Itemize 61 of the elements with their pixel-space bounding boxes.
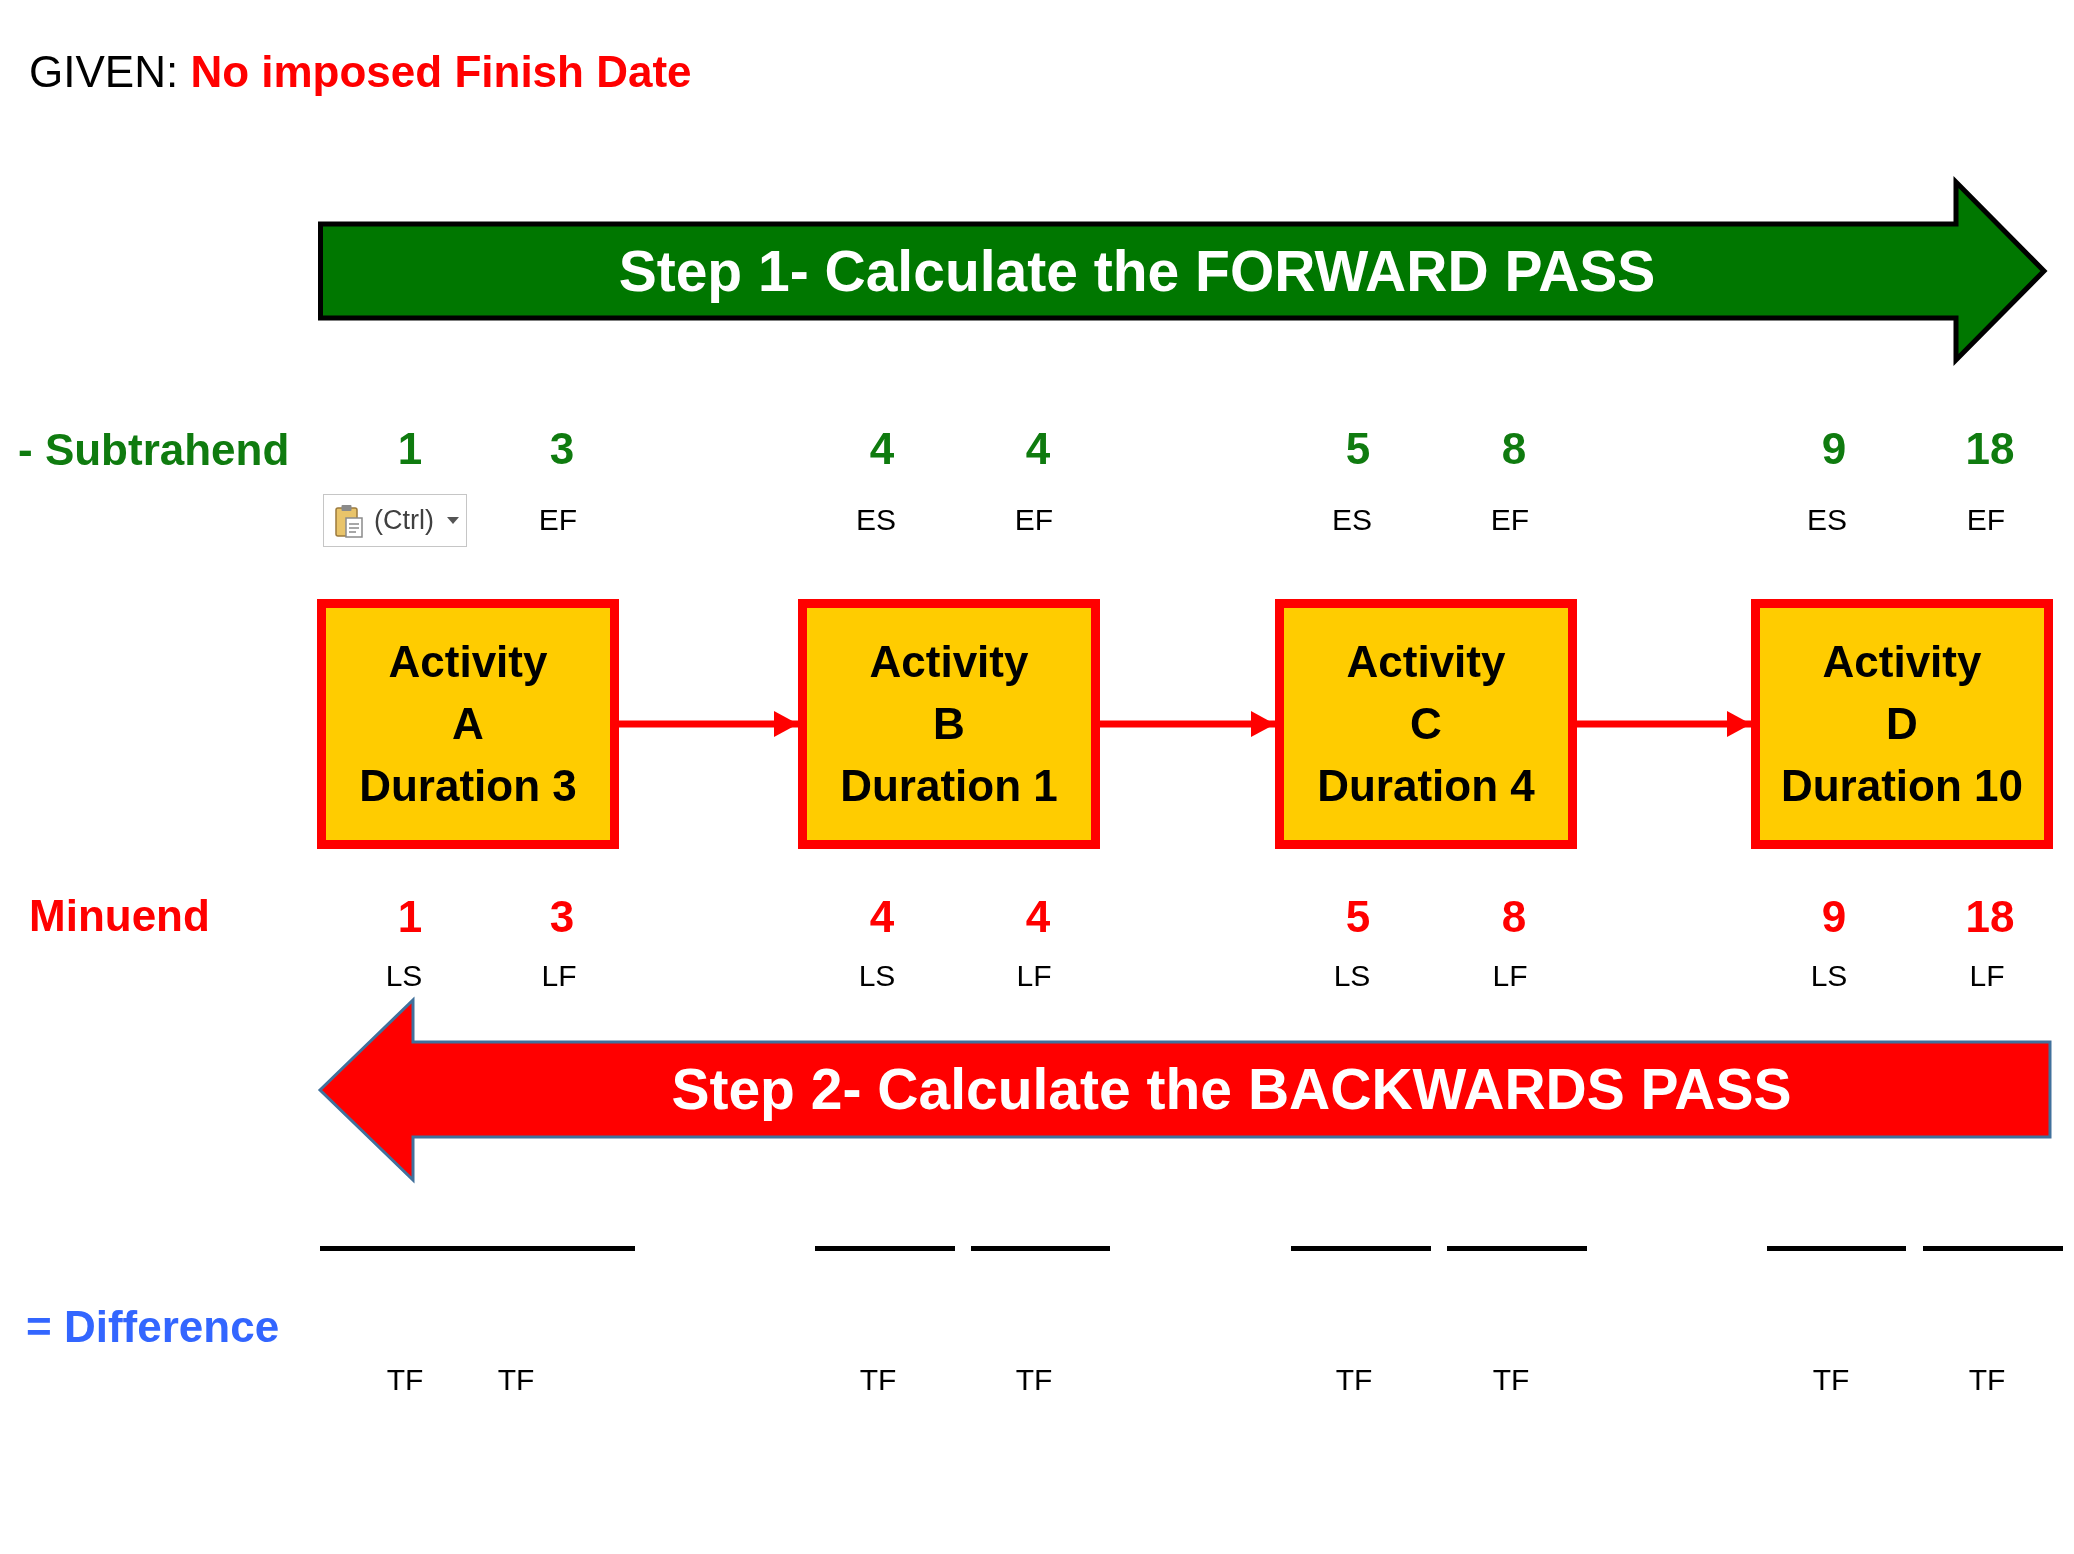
field-abbreviation: LS <box>385 961 423 991</box>
activity-name: Activity D <box>1821 636 1983 750</box>
arrow <box>1100 711 1275 737</box>
field-abbreviation: EF <box>1014 505 1054 535</box>
field-abbreviation: TF <box>1968 1365 2006 1395</box>
activity-name: Activity C <box>1345 636 1507 750</box>
arrow <box>1577 711 1751 737</box>
field-abbreviation: EF <box>1490 505 1530 535</box>
field-abbreviation: LS <box>1810 961 1848 991</box>
number-label: 9 <box>1821 427 1847 471</box>
field-abbreviation: LS <box>1333 961 1371 991</box>
row-heading: - Subtrahend <box>18 428 290 472</box>
field-abbreviation: TF <box>386 1365 424 1395</box>
number-label: 3 <box>549 427 575 471</box>
right-block-arrow <box>318 174 2050 368</box>
number-label: 4 <box>869 895 895 939</box>
activity-box <box>798 599 1100 849</box>
field-abbreviation: LS <box>858 961 896 991</box>
field-abbreviation: LF <box>1016 961 1052 991</box>
activity-box <box>1751 599 2053 849</box>
number-label: 5 <box>1345 895 1371 939</box>
field-abbreviation: ES <box>1332 505 1372 535</box>
activity-duration: Duration 4 <box>1317 760 1535 812</box>
number-label: 4 <box>869 427 895 471</box>
number-label: 4 <box>1025 427 1051 471</box>
paste-options-button: (Ctrl) <box>323 494 467 547</box>
number-label: 3 <box>549 895 575 939</box>
activity-name: Activity B <box>868 636 1030 750</box>
activity-name: Activity A <box>387 636 549 750</box>
field-abbreviation: TF <box>497 1365 535 1395</box>
field-abbreviation: LF <box>1969 961 2005 991</box>
field-abbreviation: LF <box>541 961 577 991</box>
activity-box <box>1275 599 1577 849</box>
title: GIVEN: No imposed Finish Date <box>29 50 692 94</box>
field-abbreviation: TF <box>1492 1365 1530 1395</box>
field-abbreviation: LF <box>1492 961 1528 991</box>
activity-duration: Duration 1 <box>840 760 1058 812</box>
row-heading: Minuend <box>29 894 210 938</box>
number-label: 8 <box>1501 895 1527 939</box>
number-label: 9 <box>1821 895 1847 939</box>
number-label: 1 <box>397 895 423 939</box>
activity-box <box>317 599 619 849</box>
field-abbreviation: TF <box>1812 1365 1850 1395</box>
number-label: 8 <box>1501 427 1527 471</box>
field-abbreviation: EF <box>538 505 578 535</box>
field-abbreviation: ES <box>856 505 896 535</box>
field-abbreviation: TF <box>1335 1365 1373 1395</box>
number-label: 5 <box>1345 427 1371 471</box>
number-label: 4 <box>1025 895 1051 939</box>
row-heading: = Difference <box>26 1305 280 1349</box>
field-abbreviation: EF <box>1966 505 2006 535</box>
field-abbreviation: TF <box>859 1365 897 1395</box>
field-abbreviation: ES <box>1807 505 1847 535</box>
number-label: 18 <box>1965 895 2015 939</box>
left-block-arrow <box>317 995 2052 1184</box>
field-abbreviation: TF <box>1015 1365 1053 1395</box>
number-label: 1 <box>397 427 423 471</box>
number-label: 18 <box>1965 427 2015 471</box>
arrow <box>619 711 798 737</box>
activity-duration: Duration 10 <box>1780 760 2023 812</box>
activity-duration: Duration 3 <box>359 760 577 812</box>
